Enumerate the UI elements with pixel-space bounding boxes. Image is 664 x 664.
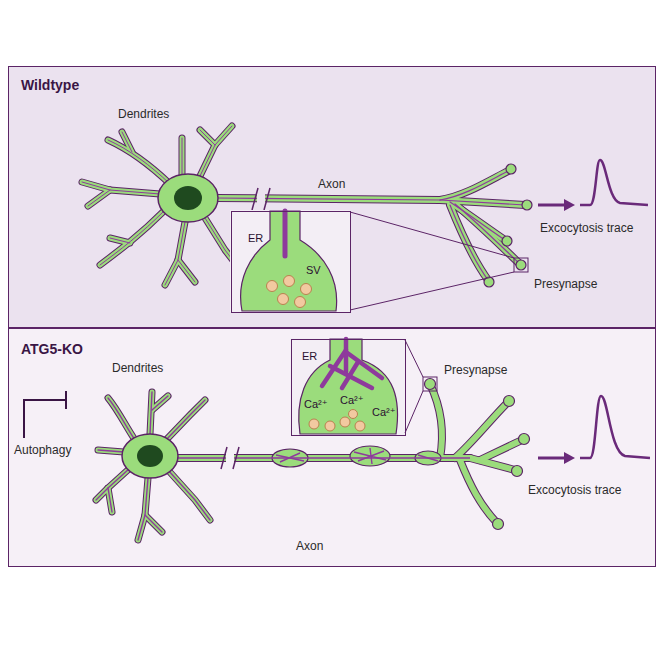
presynapse-zoom <box>299 339 398 434</box>
er-accumulation <box>176 448 470 464</box>
presynapse-zoom <box>241 211 337 311</box>
ion-label: Ca²⁺ <box>304 398 328 411</box>
axon-break <box>221 447 239 469</box>
axon-outline <box>176 384 522 523</box>
organelle-label: SV <box>306 264 321 277</box>
panel-title: ATG5-KO <box>21 341 83 357</box>
zoom-leader <box>350 212 528 310</box>
part-label: Axon <box>318 178 345 192</box>
zoom-inset: ER SV <box>231 211 351 313</box>
er-network <box>96 392 210 540</box>
inset-ground <box>230 210 350 312</box>
dendrite-outline <box>82 126 242 285</box>
inhibition-symbol <box>24 391 66 438</box>
exocytosis-trace <box>580 160 648 205</box>
part-label: Autophagy <box>14 444 71 458</box>
zoom-inset: ER Ca²⁺ Ca²⁺ Ca²⁺ <box>291 339 406 436</box>
part-label: Presynapse <box>534 278 597 292</box>
zoom-leader <box>405 340 437 433</box>
soma <box>158 174 218 222</box>
panel-ground <box>8 328 656 567</box>
part-label: Excocytosis trace <box>540 222 633 236</box>
soma <box>122 434 178 478</box>
part-label: Dendrites <box>112 362 163 376</box>
output-arrow <box>538 452 575 464</box>
part-label: Presynapse <box>444 364 507 378</box>
nucleus <box>174 186 202 210</box>
part-label: Axon <box>296 540 323 554</box>
panel-ground <box>8 66 656 328</box>
er-tubule <box>283 211 288 256</box>
synaptic-vesicles <box>309 410 365 432</box>
output-arrow <box>538 199 575 211</box>
er-network <box>82 126 242 285</box>
ion-label: Ca²⁺ <box>372 406 396 419</box>
axon-break <box>252 188 270 210</box>
terminal-bulbs <box>484 164 532 287</box>
axon <box>176 384 522 523</box>
exocytosis-trace <box>580 396 650 458</box>
terminal-bulbs <box>425 379 530 530</box>
axonal-swellings <box>272 446 441 467</box>
er-tubules <box>322 339 382 388</box>
dendrite <box>96 392 210 540</box>
part-label: Dendrites <box>118 108 169 122</box>
synaptic-vesicles <box>267 276 312 308</box>
panel-title: Wildtype <box>21 77 79 93</box>
ion-label: Ca²⁺ <box>340 394 364 407</box>
dendrite-outline <box>96 392 210 540</box>
condition-panel: ATG5-KO ER Ca²⁺ Ca²⁺ Ca²⁺ <box>8 328 656 567</box>
part-label: Excocytosis trace <box>528 484 621 498</box>
organelle-label: ER <box>302 350 317 363</box>
inset-ground <box>290 338 405 435</box>
nucleus <box>137 445 163 467</box>
organelle-label: ER <box>248 232 263 245</box>
dendrite <box>82 126 242 285</box>
